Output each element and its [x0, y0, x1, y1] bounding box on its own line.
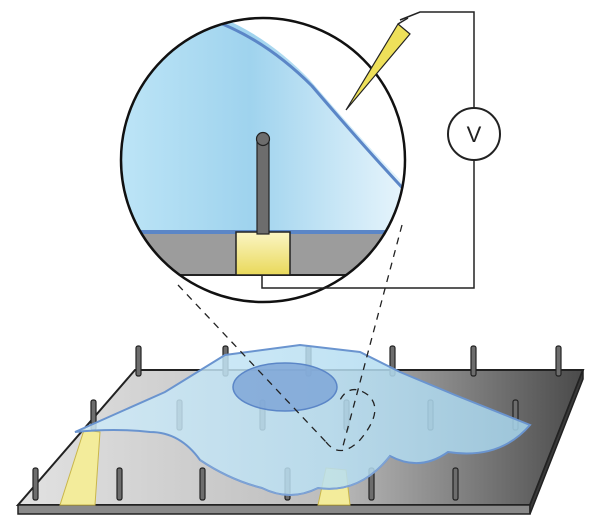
droplet	[232, 362, 338, 412]
magnifier-outline	[119, 16, 407, 304]
zoom-projection-lines	[177, 224, 403, 452]
circuit-wires	[261, 11, 475, 289]
voltmeter-icon: V	[447, 107, 501, 161]
pipette-electrode-icon	[345, 17, 411, 111]
voltmeter-label: V	[467, 122, 482, 147]
magnified-view	[119, 16, 407, 304]
liquid-membrane	[74, 343, 532, 496]
